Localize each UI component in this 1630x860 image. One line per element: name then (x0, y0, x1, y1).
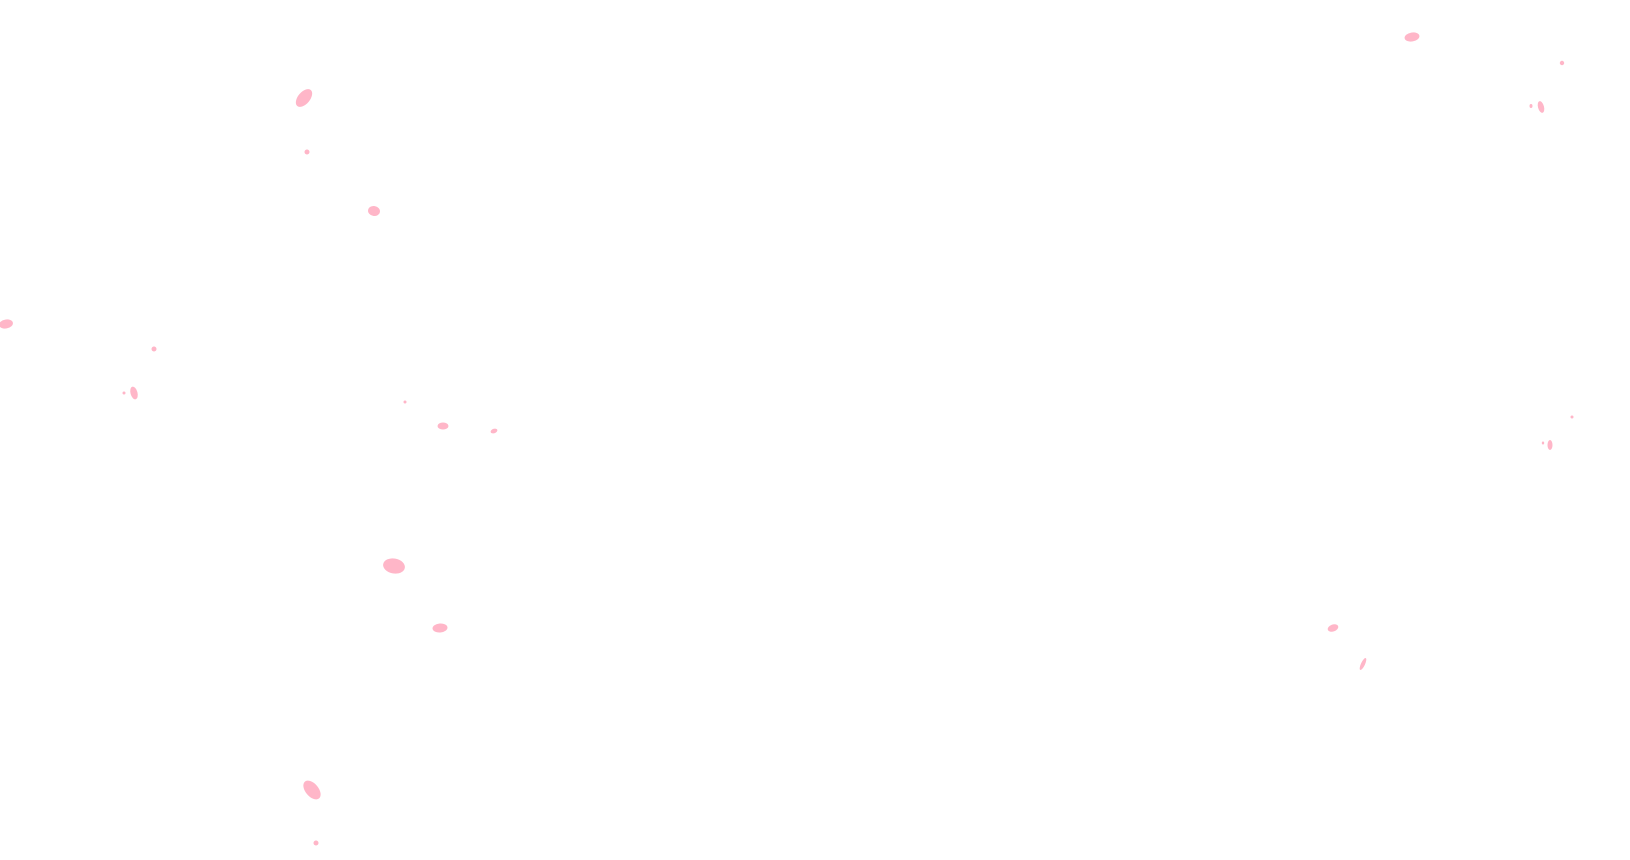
petal-shape (1537, 101, 1545, 113)
petal-shape (295, 89, 313, 107)
petal-shape (368, 205, 380, 217)
petal-shape (1559, 60, 1565, 66)
petal-shape (1529, 104, 1533, 108)
petal-shape (313, 840, 319, 846)
petal-shape (1547, 440, 1553, 450)
petal-shape (490, 428, 498, 434)
petal-group (0, 32, 1574, 846)
petal-shape (304, 149, 310, 155)
petal-shape (403, 400, 407, 404)
petal-shape (437, 422, 449, 430)
petal-shape (303, 780, 321, 800)
petal-shape (432, 623, 448, 633)
petal-shape (130, 386, 138, 400)
petal-shape (1570, 415, 1574, 419)
petal-shape (151, 346, 157, 352)
petal-shape (122, 391, 126, 395)
petal-shape (1404, 32, 1420, 42)
petal-shape (1359, 658, 1367, 670)
petal-shape (383, 558, 405, 574)
petal-shape (0, 319, 13, 329)
petal-shape (1541, 441, 1545, 445)
petal-shape (1327, 624, 1339, 632)
